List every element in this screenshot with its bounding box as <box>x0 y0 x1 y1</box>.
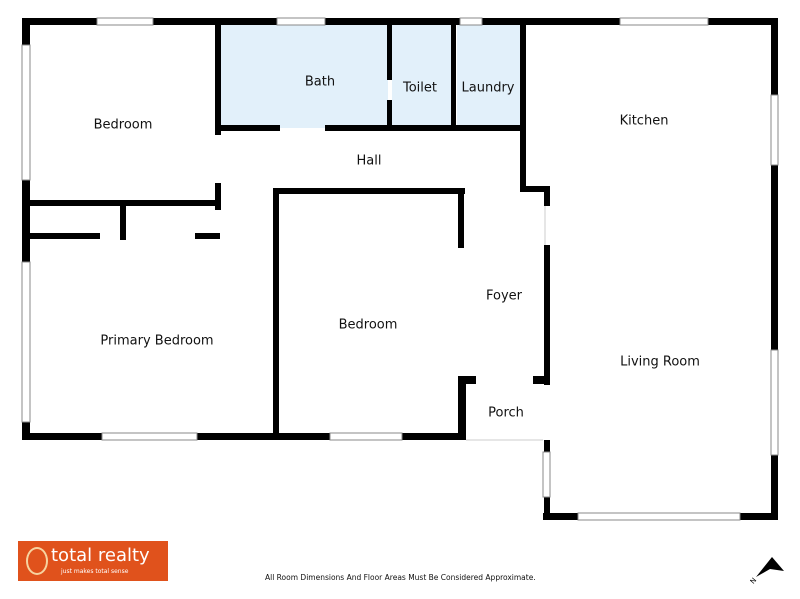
openings <box>466 206 546 441</box>
room-label-laundry: Laundry <box>461 80 515 96</box>
disclaimer: All Room Dimensions And Floor Areas Must… <box>265 573 536 582</box>
north-arrow-icon: N <box>750 557 784 585</box>
north-label: N <box>750 576 758 585</box>
room-label-porch: Porch <box>488 405 524 421</box>
wet-areas <box>220 25 520 128</box>
logo-name: total realty <box>51 545 150 566</box>
logo-ring-icon <box>26 547 48 575</box>
room-label-toilet: Toilet <box>402 80 438 96</box>
room-label-living-room: Living Room <box>620 354 700 370</box>
room-label-primary-bedroom: Primary Bedroom <box>100 333 214 349</box>
room-label-foyer: Foyer <box>485 288 523 304</box>
walls <box>22 18 778 520</box>
room-label-bedroom-nw: Bedroom <box>93 117 153 133</box>
room-label-bedroom-mid: Bedroom <box>338 317 398 333</box>
logo-tagline: just makes total sense <box>61 568 129 575</box>
room-label-hall: Hall <box>356 153 382 169</box>
windows <box>21 17 779 521</box>
room-label-kitchen: Kitchen <box>619 113 669 129</box>
room-label-bath: Bath <box>304 74 336 90</box>
total-realty-logo: total realty just makes total sense <box>18 541 168 581</box>
